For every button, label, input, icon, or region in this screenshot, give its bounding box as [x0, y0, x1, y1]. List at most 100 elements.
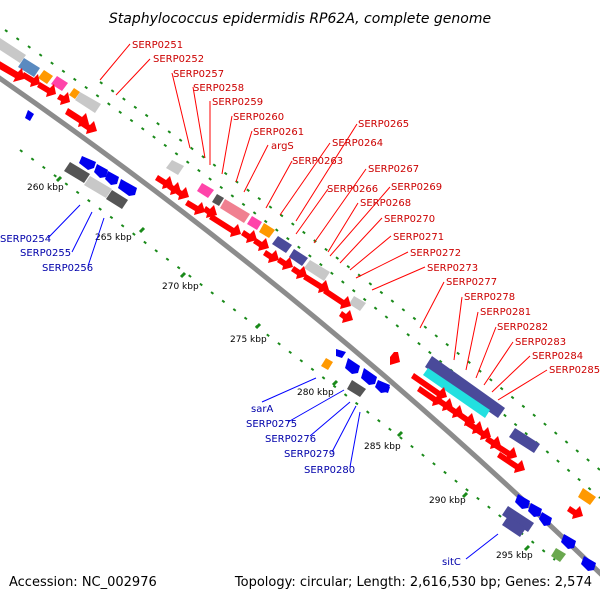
- gene-block[interactable]: [220, 199, 250, 223]
- gene-block[interactable]: [84, 176, 112, 198]
- gene-block[interactable]: [289, 249, 308, 266]
- gene-block[interactable]: [197, 183, 214, 198]
- gene-label[interactable]: SERP0273: [427, 263, 478, 274]
- cds-arrow-forward[interactable]: [339, 310, 353, 323]
- cds-arrow-forward[interactable]: [209, 214, 241, 237]
- gene-label[interactable]: SERP0258: [193, 83, 244, 94]
- cds-arrow-reverse[interactable]: [382, 383, 390, 393]
- cds-arrow-forward[interactable]: [0, 60, 24, 82]
- cds-arrow-forward[interactable]: [497, 452, 525, 473]
- gene-label[interactable]: SERP0275: [246, 419, 297, 430]
- gene-label[interactable]: SERP0270: [384, 214, 435, 225]
- cds-arrow-forward[interactable]: [81, 121, 97, 134]
- cds-arrow-reverse[interactable]: [539, 512, 552, 526]
- gene-block[interactable]: [247, 216, 262, 230]
- cds-arrow-reverse[interactable]: [515, 494, 530, 509]
- gene-label[interactable]: SERP0281: [480, 307, 531, 318]
- gene-block[interactable]: [578, 488, 596, 505]
- gene-block[interactable]: [259, 223, 275, 238]
- cds-arrow-forward[interactable]: [417, 386, 443, 406]
- gene-label[interactable]: SERP0278: [464, 292, 515, 303]
- gene-label[interactable]: SERP0267: [368, 164, 419, 175]
- gene-label[interactable]: SERP0259: [212, 97, 263, 108]
- gene-label[interactable]: SERP0276: [265, 434, 316, 445]
- cds-arrow-forward[interactable]: [475, 427, 491, 440]
- gene-block[interactable]: [423, 368, 490, 418]
- gene-block[interactable]: [18, 58, 40, 77]
- cds-arrow-forward[interactable]: [65, 108, 89, 127]
- gene-block[interactable]: [38, 70, 53, 84]
- gene-block[interactable]: [75, 92, 101, 113]
- cds-arrow-forward[interactable]: [185, 200, 205, 215]
- gene-block[interactable]: [509, 428, 540, 453]
- gene-label[interactable]: SERP0257: [173, 69, 224, 80]
- gene-label[interactable]: SERP0268: [360, 198, 411, 209]
- gene-label[interactable]: SERP0277: [446, 277, 497, 288]
- gene-label[interactable]: SERP0284: [532, 351, 583, 362]
- reverse-cds-track[interactable]: [25, 110, 596, 571]
- gene-label[interactable]: SERP0271: [393, 232, 444, 243]
- gene-block[interactable]: [272, 236, 292, 253]
- cds-arrow-reverse[interactable]: [79, 156, 96, 170]
- gene-label[interactable]: SERP0269: [391, 182, 442, 193]
- gene-label[interactable]: sarA: [251, 404, 273, 415]
- gene-block[interactable]: [349, 296, 366, 311]
- gene-label[interactable]: SERP0280: [304, 465, 355, 476]
- gene-block[interactable]: [321, 358, 333, 370]
- gene-block[interactable]: [166, 160, 184, 175]
- cds-arrow-forward[interactable]: [21, 72, 40, 87]
- gene-block[interactable]: [106, 190, 128, 209]
- gene-label[interactable]: SERP0264: [332, 138, 383, 149]
- cds-arrow-forward[interactable]: [323, 288, 351, 309]
- gene-label[interactable]: SERP0261: [253, 127, 304, 138]
- gene-block[interactable]: [212, 194, 224, 206]
- gene-label[interactable]: SERP0254: [0, 234, 51, 245]
- gene-label[interactable]: SERP0251: [132, 40, 183, 51]
- gene-block[interactable]: [425, 356, 505, 418]
- gene-label[interactable]: argS: [271, 141, 294, 152]
- gene-label[interactable]: SERP0265: [358, 119, 409, 130]
- gene-label[interactable]: SERP0256: [42, 263, 93, 274]
- cds-arrow-forward[interactable]: [175, 187, 189, 200]
- cds-arrow-forward[interactable]: [567, 506, 583, 519]
- cds-arrow-reverse[interactable]: [561, 534, 576, 549]
- cds-arrow-reverse[interactable]: [345, 358, 360, 374]
- cds-arrow-reverse[interactable]: [581, 556, 596, 571]
- gene-block[interactable]: [502, 506, 534, 532]
- gene-label[interactable]: sitC: [442, 557, 461, 568]
- cds-arrow-forward[interactable]: [411, 373, 447, 400]
- cds-arrow-forward[interactable]: [253, 238, 269, 251]
- feature-ring-forward[interactable]: [0, 38, 596, 505]
- gene-block[interactable]: [347, 380, 366, 397]
- cds-arrow-forward[interactable]: [37, 82, 56, 97]
- gene-label[interactable]: SERP0283: [515, 337, 566, 348]
- gene-label[interactable]: SERP0252: [153, 54, 204, 65]
- cds-arrow-forward[interactable]: [303, 274, 329, 293]
- cds-arrow-reverse[interactable]: [118, 179, 137, 196]
- gene-block[interactable]: [0, 38, 26, 63]
- cds-arrow-forward[interactable]: [263, 250, 279, 263]
- cds-arrow-forward[interactable]: [277, 257, 293, 270]
- gene-label[interactable]: SERP0266: [327, 184, 378, 195]
- cds-arrow-reverse[interactable]: [94, 164, 108, 178]
- feature-ring-reverse[interactable]: [64, 162, 566, 562]
- gene-block[interactable]: [69, 88, 80, 99]
- gene-label[interactable]: SERP0255: [20, 248, 71, 259]
- cds-arrow-reverse[interactable]: [528, 503, 542, 517]
- gene-label[interactable]: SERP0263: [292, 156, 343, 167]
- gene-block[interactable]: [304, 260, 330, 281]
- cds-arrow-forward[interactable]: [291, 266, 307, 279]
- cds-arrow-forward[interactable]: [241, 230, 257, 243]
- gene-block[interactable]: [64, 162, 90, 183]
- cds-arrow-forward[interactable]: [390, 352, 400, 365]
- cds-arrow-forward[interactable]: [203, 205, 217, 218]
- gene-label[interactable]: SERP0279: [284, 449, 335, 460]
- gene-block[interactable]: [502, 516, 526, 537]
- cds-arrow-forward[interactable]: [493, 442, 517, 460]
- cds-arrow-reverse[interactable]: [336, 349, 346, 358]
- gene-block[interactable]: [551, 548, 566, 562]
- gene-label[interactable]: SERP0272: [410, 248, 461, 259]
- forward-cds-track[interactable]: [0, 60, 583, 519]
- cds-arrow-forward[interactable]: [57, 92, 70, 105]
- cds-arrow-reverse[interactable]: [361, 368, 377, 385]
